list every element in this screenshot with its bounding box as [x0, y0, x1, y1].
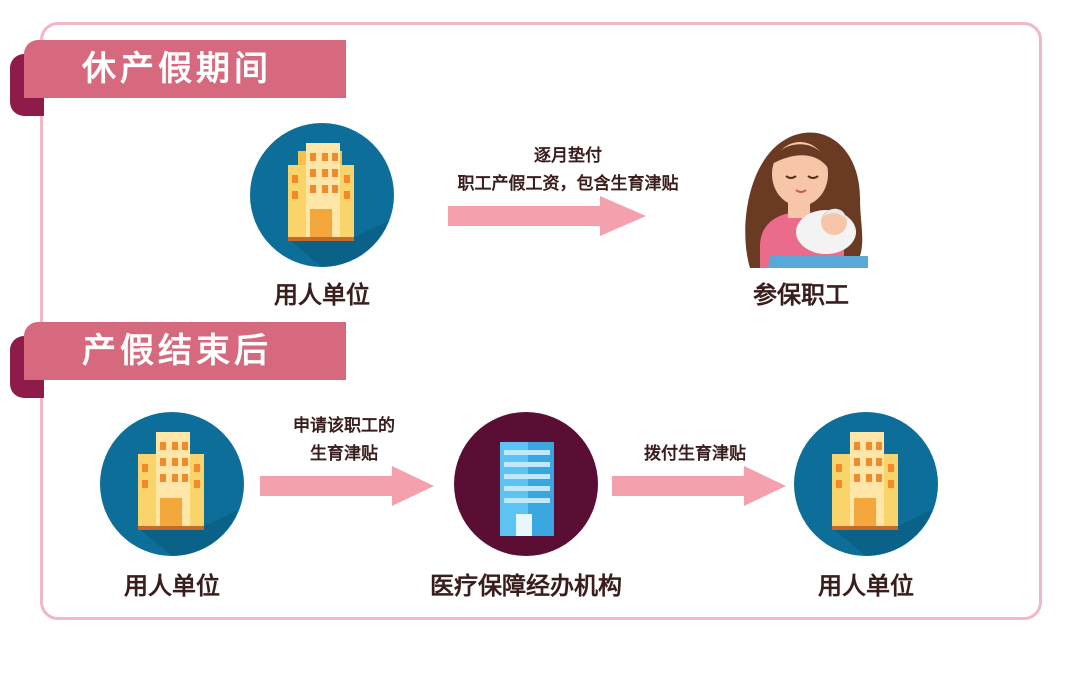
arrow-note-line1: 逐月垫付: [534, 146, 602, 166]
flow-arrow: [612, 466, 786, 506]
building-icon: [100, 412, 244, 556]
diagram-frame: [40, 22, 1042, 620]
employer-label: 用人单位: [124, 572, 220, 600]
employer-label: 用人单位: [274, 281, 370, 309]
arrow-note-line2: 生育津贴: [310, 444, 378, 464]
mother-baby-icon: [745, 132, 868, 268]
section-title-after: 产假结束后: [82, 331, 272, 371]
section-title-during: 休产假期间: [82, 49, 272, 89]
banner-band: [24, 40, 346, 98]
employer-label: 用人单位: [818, 572, 914, 600]
building-icon: [794, 412, 938, 556]
arrow-note-line1: 拨付生育津贴: [644, 444, 746, 464]
section-banner-during: 休产假期间: [10, 40, 346, 116]
flow-arrow: [260, 466, 434, 506]
flow-arrow: [448, 196, 646, 236]
agency-label: 医疗保障经办机构: [430, 572, 622, 600]
arrow-note-line1: 申请该职工的: [293, 416, 395, 436]
arrow-note-line2: 职工产假工资，包含生育津贴: [457, 174, 679, 194]
banner-band: [24, 322, 346, 380]
office-tower-icon: [454, 412, 598, 556]
building-icon: [250, 123, 394, 267]
employee-label: 参保职工: [753, 281, 849, 309]
section-banner-after: 产假结束后: [10, 322, 346, 398]
